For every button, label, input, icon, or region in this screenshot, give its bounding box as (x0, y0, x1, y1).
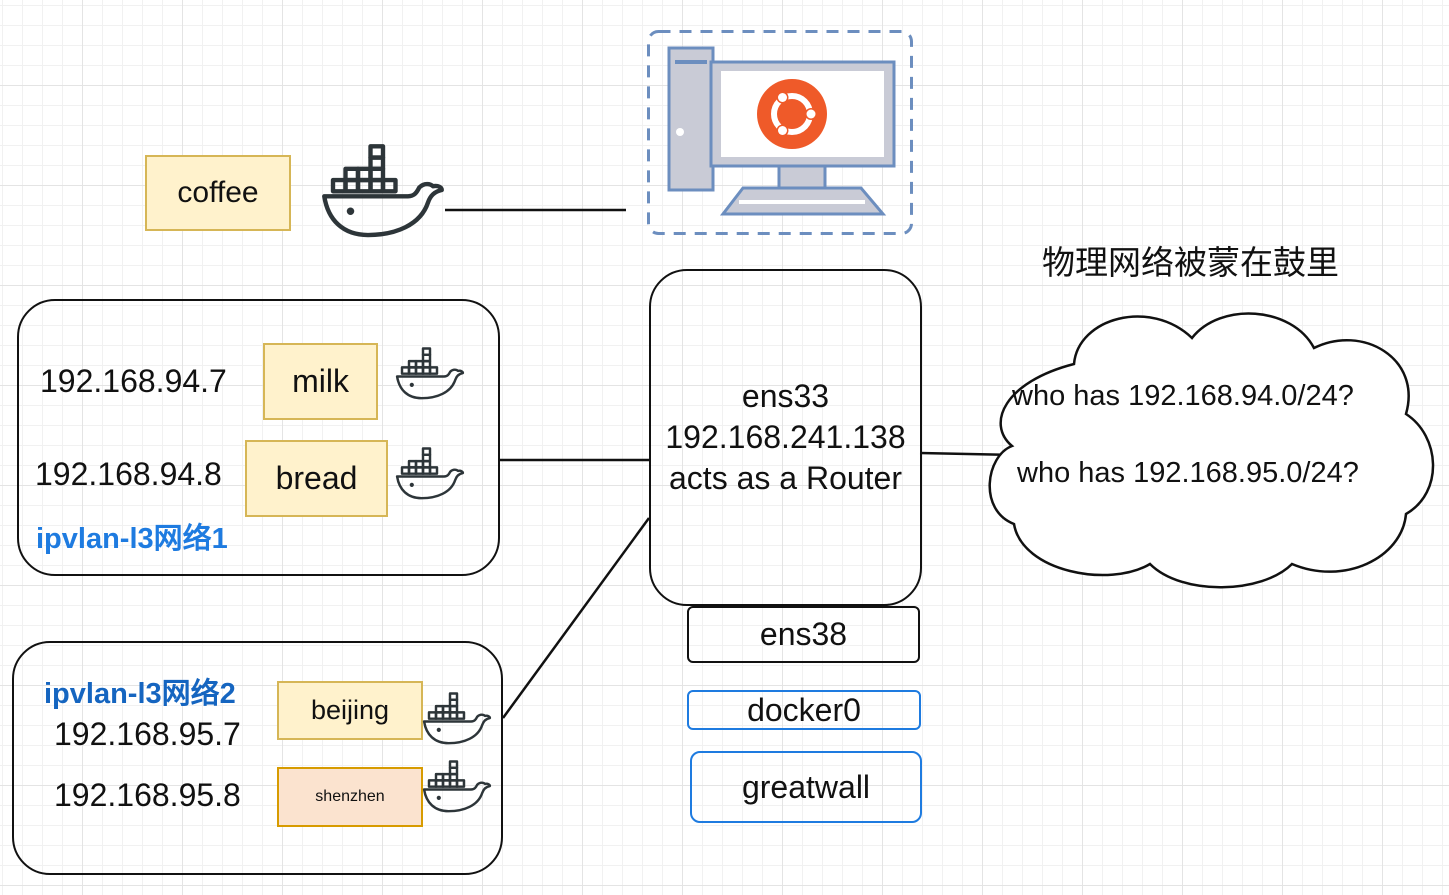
interface-ens38: ens38 (687, 606, 920, 663)
interface-docker0: docker0 (687, 690, 921, 730)
router-ip: 192.168.241.138 (665, 419, 906, 455)
docker-whale-icon (394, 445, 466, 501)
docker-whale-icon (421, 690, 493, 746)
interface-greatwall: greatwall (690, 751, 922, 823)
physical-network-title: 物理网络被蒙在鼓里 (1042, 243, 1339, 282)
container-bread: bread (245, 440, 388, 517)
ip-shenzhen: 192.168.95.8 (54, 777, 241, 813)
router-role: acts as a Router (669, 460, 902, 496)
ip-beijing: 192.168.95.7 (54, 716, 241, 752)
network2-to-router-line (501, 517, 651, 719)
ip-milk: 192.168.94.7 (40, 363, 227, 399)
router-interface-name: ens33 (741, 378, 830, 414)
container-label: coffee (177, 176, 259, 209)
docker-whale-icon (318, 140, 448, 240)
network1-label: ipvlan-l3网络1 (36, 523, 228, 555)
cloud-query-2: who has 192.168.95.0/24? (1017, 457, 1359, 489)
cloud-query-1: who has 192.168.94.0/24? (1012, 380, 1354, 412)
network1-group (17, 299, 500, 576)
container-coffee: coffee (145, 155, 291, 231)
container-beijing: beijing (277, 681, 423, 740)
container-milk: milk (263, 343, 378, 420)
network2-label: ipvlan-l3网络2 (44, 678, 236, 710)
router-box: ens33 192.168.241.138 acts as a Router (649, 269, 922, 606)
ubuntu-computer-icon (647, 30, 913, 235)
docker-whale-icon (421, 758, 493, 814)
docker-whale-icon (394, 345, 466, 401)
container-shenzhen: shenzhen (277, 767, 423, 827)
physical-network-cloud (988, 312, 1435, 589)
network2-group (12, 641, 503, 875)
ip-bread: 192.168.94.8 (35, 456, 222, 492)
